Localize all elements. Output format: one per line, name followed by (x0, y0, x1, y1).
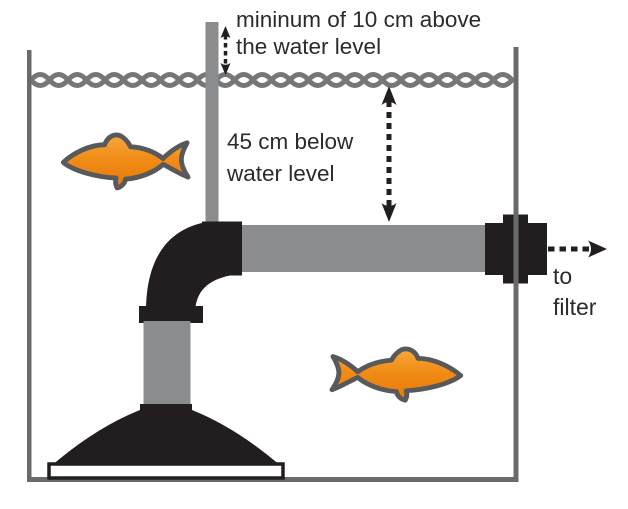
label-to-filter: to filter (553, 261, 596, 323)
label-to-filter-line2: filter (553, 294, 597, 320)
standpipe (205, 22, 219, 224)
tank-wall-right (513, 47, 519, 482)
fish-upper-icon (60, 132, 191, 191)
label-min-height-line1: mininum of 10 cm above (236, 7, 482, 32)
intake-riser-pipe (143, 321, 191, 408)
label-depth: 45 cm below water level (227, 126, 353, 190)
elbow-lower-collar (139, 306, 203, 323)
arrow-min-height (220, 26, 231, 75)
elbow-fitting (146, 221, 242, 312)
strainer-dome (50, 410, 282, 467)
label-depth-line1: 45 cm below (227, 129, 354, 154)
arrow-depth (381, 86, 397, 222)
tank-wall-left (27, 50, 32, 482)
label-depth-line2: water level (227, 161, 335, 186)
label-min-height: mininum of 10 cm above the water level (236, 6, 481, 60)
water-level-wave (28, 72, 515, 88)
strainer-base-plate (47, 462, 285, 480)
arrow-to-filter (548, 240, 607, 258)
label-min-height-line2: the water level (236, 34, 382, 59)
label-to-filter-line1: to (553, 263, 573, 289)
fish-lower-icon (329, 346, 464, 403)
horizontal-pipe (241, 225, 486, 272)
